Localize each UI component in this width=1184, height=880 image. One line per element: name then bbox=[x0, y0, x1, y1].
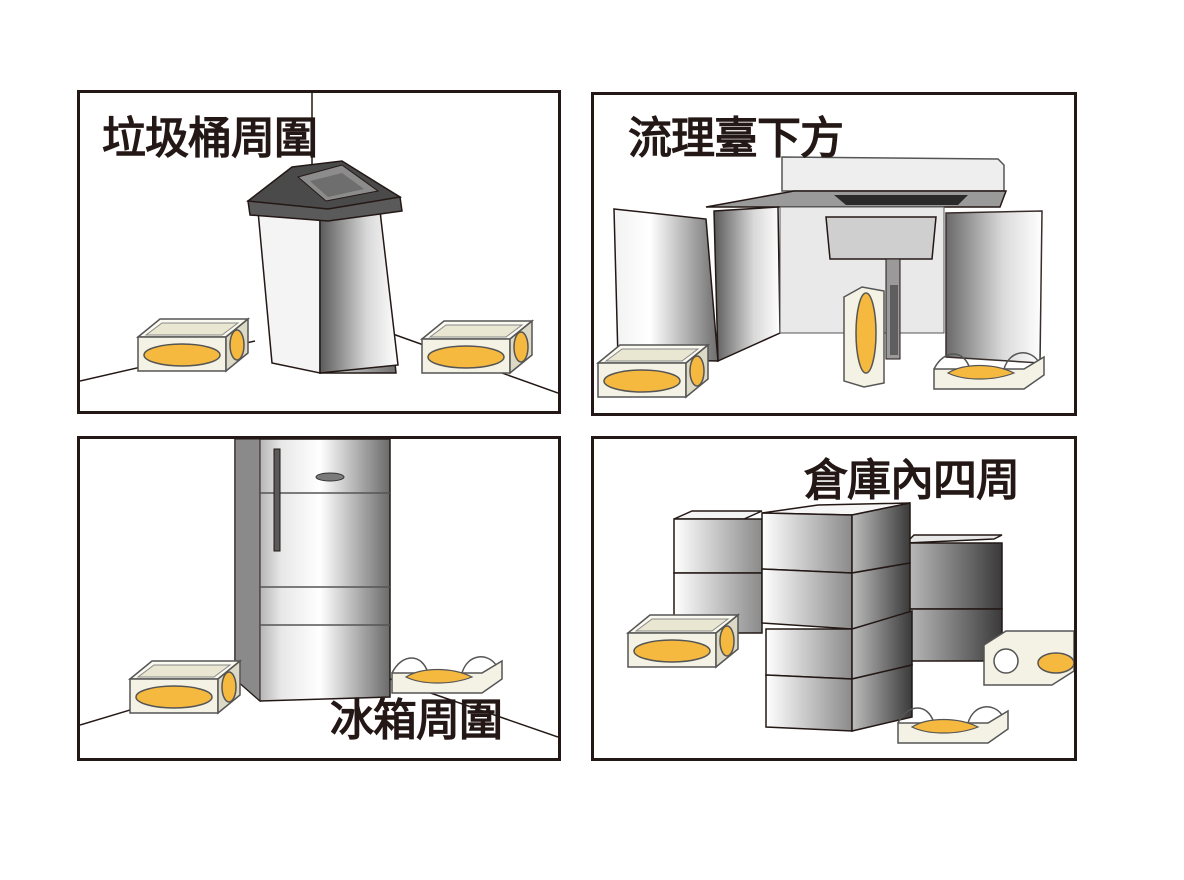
panel-trash-can-area: 垃圾桶周圍 bbox=[77, 90, 561, 414]
panel-fridge-area: 冰箱周圍 bbox=[77, 436, 561, 761]
bait-trap-icon bbox=[983, 630, 1074, 686]
bait-trap-icon bbox=[137, 318, 249, 372]
panel-label: 倉庫內四周 bbox=[804, 455, 1020, 506]
bait-trap-icon bbox=[843, 286, 885, 388]
bait-trap-icon bbox=[627, 614, 739, 668]
boxes-icon bbox=[627, 502, 1074, 744]
bait-trap-icon bbox=[391, 656, 503, 694]
bait-trap-icon bbox=[129, 660, 241, 714]
bait-trap-icon bbox=[597, 344, 709, 398]
trash-can-icon bbox=[80, 93, 558, 394]
panel-under-sink: 流理臺下方 bbox=[591, 92, 1077, 416]
panel-label: 冰箱周圍 bbox=[330, 695, 503, 746]
bait-trap-icon bbox=[897, 706, 1009, 744]
sink-icon bbox=[597, 156, 1045, 398]
panel-warehouse: 倉庫內四周 bbox=[591, 436, 1077, 761]
refrigerator-icon bbox=[80, 439, 558, 738]
panel-label: 垃圾桶周圍 bbox=[102, 113, 318, 164]
panel-label: 流理臺下方 bbox=[628, 113, 844, 164]
bait-trap-icon bbox=[421, 320, 533, 374]
